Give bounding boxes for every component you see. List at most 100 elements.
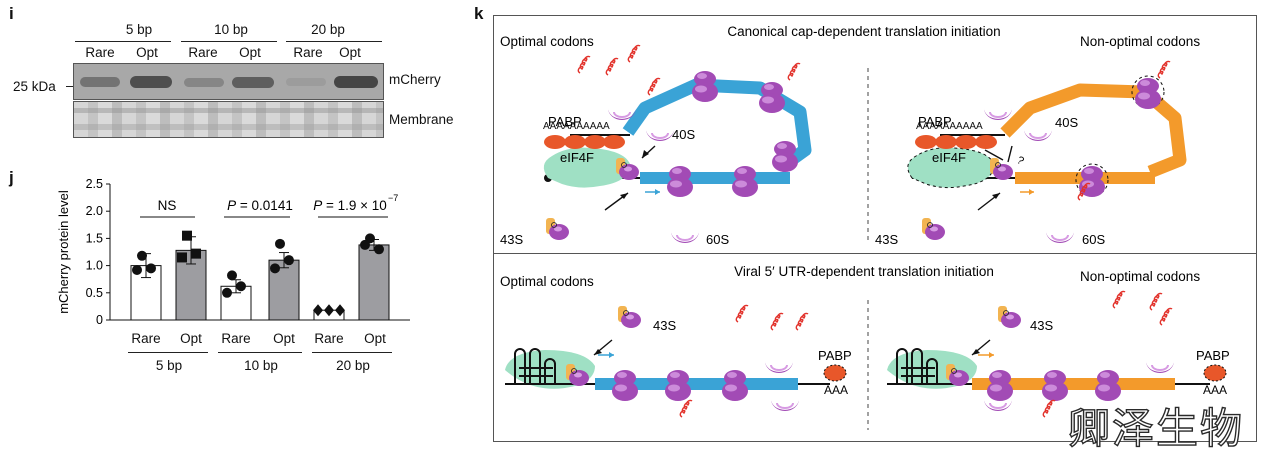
- mcherry-row-label: mCherry: [389, 72, 441, 87]
- data-point: [227, 270, 237, 281]
- stalled-ribosome: [1131, 75, 1165, 109]
- data-point: [275, 238, 285, 249]
- kda-tick: [66, 86, 74, 87]
- pabp-label: PABP: [918, 114, 952, 129]
- stat-p2: P = 0.0141: [227, 198, 293, 213]
- data-point: [191, 248, 201, 259]
- group-10bp: 10 bp: [214, 22, 248, 37]
- x-lane-label: Opt: [273, 331, 295, 346]
- y-tick-label: 1.0: [86, 259, 103, 273]
- s43-label: 43S: [1030, 318, 1053, 333]
- stat-ns: NS: [158, 198, 177, 213]
- bar-chart: 0 0.5 1.0 1.5 2.0 2.5 mCherry protein level N…: [56, 177, 410, 327]
- data-point: [146, 263, 156, 274]
- eif4f-complex: [543, 147, 630, 188]
- x-lane-label: Rare: [314, 331, 344, 346]
- y-tick-label: 0.5: [86, 286, 103, 300]
- data-point: [177, 252, 187, 263]
- eif4f-label: eIF4F: [560, 150, 594, 165]
- polya-label: AAA: [1203, 383, 1227, 397]
- group-underline-5bp: [75, 41, 171, 42]
- s60-label: 60S: [1082, 232, 1105, 247]
- s60-label: 60S: [706, 232, 729, 247]
- data-point: [270, 263, 280, 274]
- membrane-blot: [73, 101, 384, 138]
- membrane-row-label: Membrane: [389, 112, 454, 127]
- eif4f-label: eIF4F: [932, 150, 966, 165]
- data-point: [222, 287, 232, 298]
- y-tick-label: 1.5: [86, 231, 103, 245]
- data-point: [137, 250, 147, 261]
- pabp-label: PABP: [548, 114, 582, 129]
- data-point: [324, 304, 334, 317]
- group-20bp: 20 bp: [311, 22, 345, 37]
- bottom-title: Viral 5′ UTR-dependent translation initi…: [734, 264, 994, 279]
- blot-band: [286, 78, 326, 86]
- pabp-label: PABP: [818, 348, 852, 363]
- pabp-dashed: [823, 364, 847, 382]
- x-lane-label: Rare: [131, 331, 161, 346]
- polya-tail: AAAAAAAAAA: [543, 121, 610, 132]
- y-axis-label: mCherry protein level: [56, 190, 71, 314]
- lane-label: Opt: [339, 45, 361, 60]
- data-point: [335, 304, 345, 317]
- x-group-label: 20 bp: [336, 358, 370, 373]
- y-tick-label: 2.0: [86, 204, 103, 218]
- y-tick-label: 0: [96, 313, 103, 327]
- non-optimal-label: Non-optimal codons: [1080, 34, 1200, 49]
- group-5bp: 5 bp: [125, 22, 153, 37]
- mrna-optimal: [622, 78, 812, 174]
- pabp-proteins: [544, 135, 625, 149]
- svg-text:AAAAAAAAAA: AAAAAAAAAA: [916, 121, 983, 132]
- x-lane-label: Opt: [364, 331, 386, 346]
- data-point: [360, 239, 370, 250]
- frame-bottom: [493, 253, 1257, 442]
- panel-k-label: k: [474, 4, 484, 23]
- x-lane-label: Rare: [221, 331, 251, 346]
- optimal-label: Optimal codons: [500, 34, 594, 49]
- lane-label: Opt: [239, 45, 261, 60]
- data-point: [182, 230, 192, 241]
- mcherry-blot: [73, 63, 384, 100]
- blot-band: [184, 78, 224, 87]
- x-lane-label: Opt: [180, 331, 202, 346]
- data-point: [284, 255, 294, 266]
- blot-band: [334, 76, 378, 88]
- data-point: [132, 264, 142, 275]
- non-optimal-label: Non-optimal codons: [1080, 269, 1200, 284]
- optimal-label: Optimal codons: [500, 274, 594, 289]
- pabp-label: PABP: [1196, 348, 1230, 363]
- polya-label: AAA: [824, 383, 848, 397]
- watermark: 卿泽生物: [1067, 403, 1245, 453]
- x-group-label: 5 bp: [155, 358, 183, 373]
- panel-i-label: i: [9, 4, 14, 23]
- top-title: Canonical cap-dependent translation init…: [727, 24, 1000, 39]
- pabp-dashed: [1203, 364, 1227, 382]
- s40-label: 40S: [672, 127, 695, 142]
- stat-p3-exponent: −7: [388, 193, 398, 203]
- blot-band: [232, 77, 274, 88]
- lane-label: Rare: [188, 45, 218, 60]
- ires-structure: [514, 348, 556, 384]
- kda-label: 25 kDa: [13, 79, 56, 94]
- data-point: [313, 304, 323, 317]
- pabp-proteins: [915, 135, 997, 149]
- data-point: [374, 244, 384, 255]
- lane-label: Rare: [293, 45, 323, 60]
- s43-label: 43S: [500, 232, 523, 247]
- stat-p3: P = 1.9 × 10: [313, 198, 387, 213]
- question-mark: ?: [1015, 154, 1026, 167]
- blot-band: [80, 77, 120, 87]
- group-underline-10bp: [181, 41, 277, 42]
- s40-label: 40S: [1055, 115, 1078, 130]
- blot-band: [130, 76, 172, 88]
- chart-points: [132, 230, 384, 317]
- stalled-ribosome: [1075, 163, 1109, 197]
- lane-label: Opt: [136, 45, 158, 60]
- y-tick-label: 2.5: [86, 177, 103, 191]
- eif4f-complex: [907, 147, 995, 189]
- ires-structure: [896, 348, 938, 384]
- s43-label: 43S: [875, 232, 898, 247]
- group-underline-20bp: [286, 41, 382, 42]
